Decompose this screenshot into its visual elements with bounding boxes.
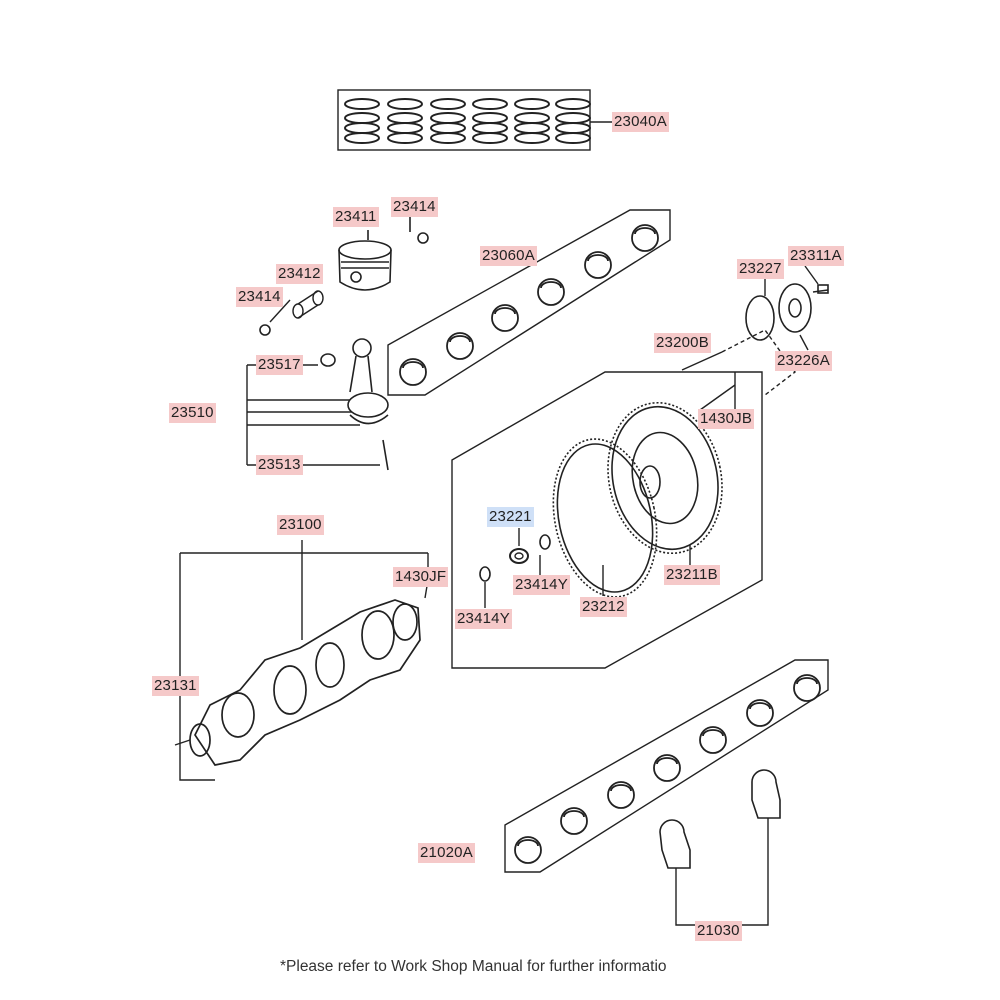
part-label-23040A[interactable]: 23040A [612,112,669,132]
flywheel-adapter [745,283,829,341]
conrod-bearing-panel [387,209,671,396]
part-label-23212[interactable]: 23212 [580,597,627,617]
part-label-23200B[interactable]: 23200B [654,333,711,353]
flywheel [607,401,723,555]
part-label-23414-lower[interactable]: 23414 [236,287,283,307]
part-label-1430JB[interactable]: 1430JB [698,409,755,429]
part-label-23100[interactable]: 23100 [277,515,324,535]
part-label-23131[interactable]: 23131 [152,676,199,696]
part-label-23414Y-right[interactable]: 23414Y [513,575,570,595]
part-label-23311A[interactable]: 23311A [788,246,844,266]
main-bearing-shells [514,674,821,864]
thrust-washers [659,769,781,869]
part-label-23414-upper[interactable]: 23414 [391,197,438,217]
crankshaft [189,599,421,766]
piston-pin [292,290,324,319]
part-label-23227[interactable]: 23227 [737,259,784,279]
piston [338,216,411,291]
part-label-1430JF[interactable]: 1430JF [393,567,449,587]
flywheel-panel [451,371,763,669]
part-label-23414Y-left[interactable]: 23414Y [455,609,512,629]
part-label-21020A[interactable]: 21020A [418,843,475,863]
part-label-23226A[interactable]: 23226A [775,351,832,371]
part-label-23221[interactable]: 23221 [487,507,534,527]
main-bearing-panel [504,659,829,873]
part-label-23513[interactable]: 23513 [256,455,303,475]
piston-rings [344,98,591,144]
part-label-23060A[interactable]: 23060A [480,246,537,266]
part-label-21030[interactable]: 21030 [695,921,742,941]
footnote: *Please refer to Work Shop Manual for fu… [280,958,667,975]
part-label-23510[interactable]: 23510 [169,403,216,423]
part-label-23211B[interactable]: 23211B [664,565,720,585]
part-label-23517[interactable]: 23517 [256,355,303,375]
part-label-23412[interactable]: 23412 [276,264,323,284]
part-label-23411[interactable]: 23411 [333,207,379,227]
ring-gear [552,438,658,598]
connecting-rod [320,338,389,471]
conrod-bearing-shells [399,224,659,386]
